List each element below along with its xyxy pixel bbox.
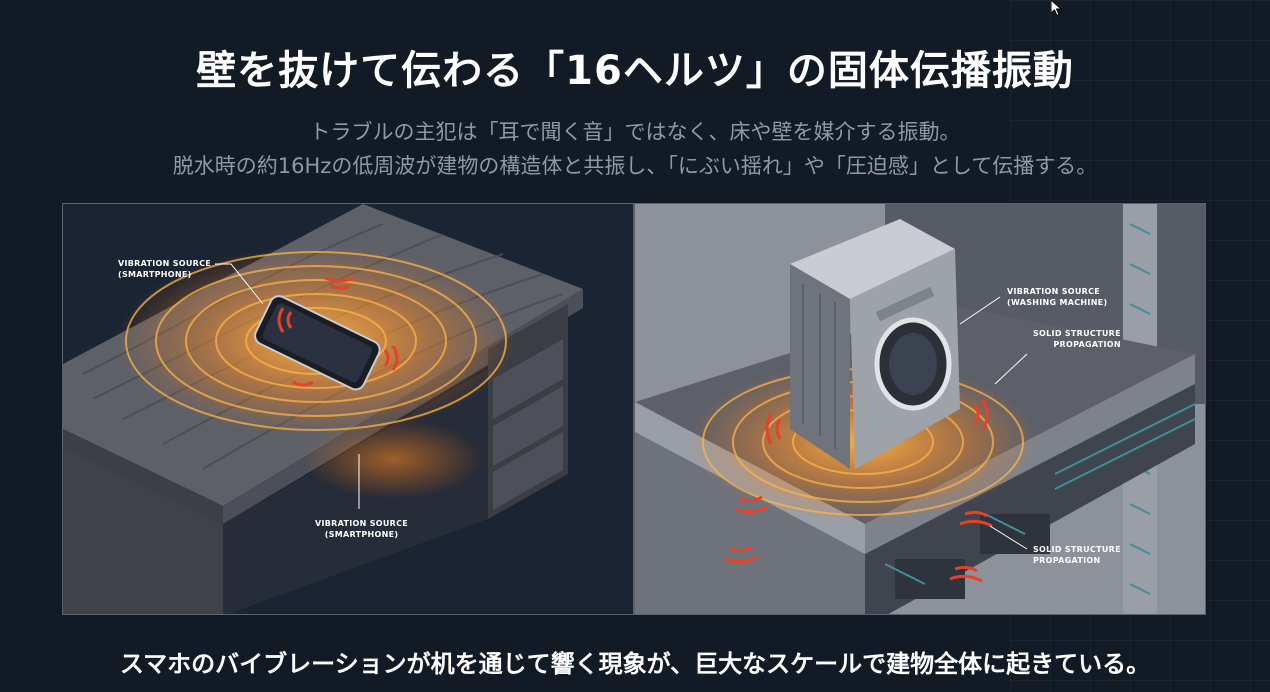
label-vibration-source-bottom: VIBRATION SOURCE (SMARTPHONE) — [315, 519, 409, 539]
desk-leg — [63, 447, 223, 614]
subtitle-line-1: トラブルの主犯は「耳で聞く音」ではなく、床や壁を媒介する振動。 — [309, 120, 961, 144]
subtitle-line-2: 脱水時の約16Hzの低周波が建物の構造体と共振し、「にぶい揺れ」や「圧迫感」とし… — [172, 154, 1098, 178]
footer-caption: スマホのバイブレーションが机を通じて響く現象が、巨大なスケールで建物全体に起きて… — [119, 650, 1151, 678]
label-vibration-source-top: VIBRATION SOURCE (SMARTPHONE) — [118, 259, 212, 279]
desk-drawing — [63, 204, 633, 614]
washing-machine-building-illustration: VIBRATION SOURCE (WASHING MACHINE) SOLID… — [634, 203, 1206, 615]
label-vibration-source-washer: VIBRATION SOURCE (WASHING MACHINE) — [1007, 287, 1108, 307]
washing-machine — [790, 219, 960, 469]
page-title: 壁を抜けて伝わる「16ヘルツ」の固体伝播振動 — [196, 48, 1074, 94]
building-drawing — [635, 204, 1205, 614]
mouse-pointer-icon — [1050, 0, 1063, 20]
label-solid-structure-bottom: SOLID STRUCTURE PROPAGATION — [1033, 545, 1121, 565]
label-solid-structure-top: SOLID STRUCTURE PROPAGATION — [1033, 329, 1121, 349]
smartphone-desk-illustration: VIBRATION SOURCE (SMARTPHONE) VIBRATION … — [62, 203, 634, 615]
